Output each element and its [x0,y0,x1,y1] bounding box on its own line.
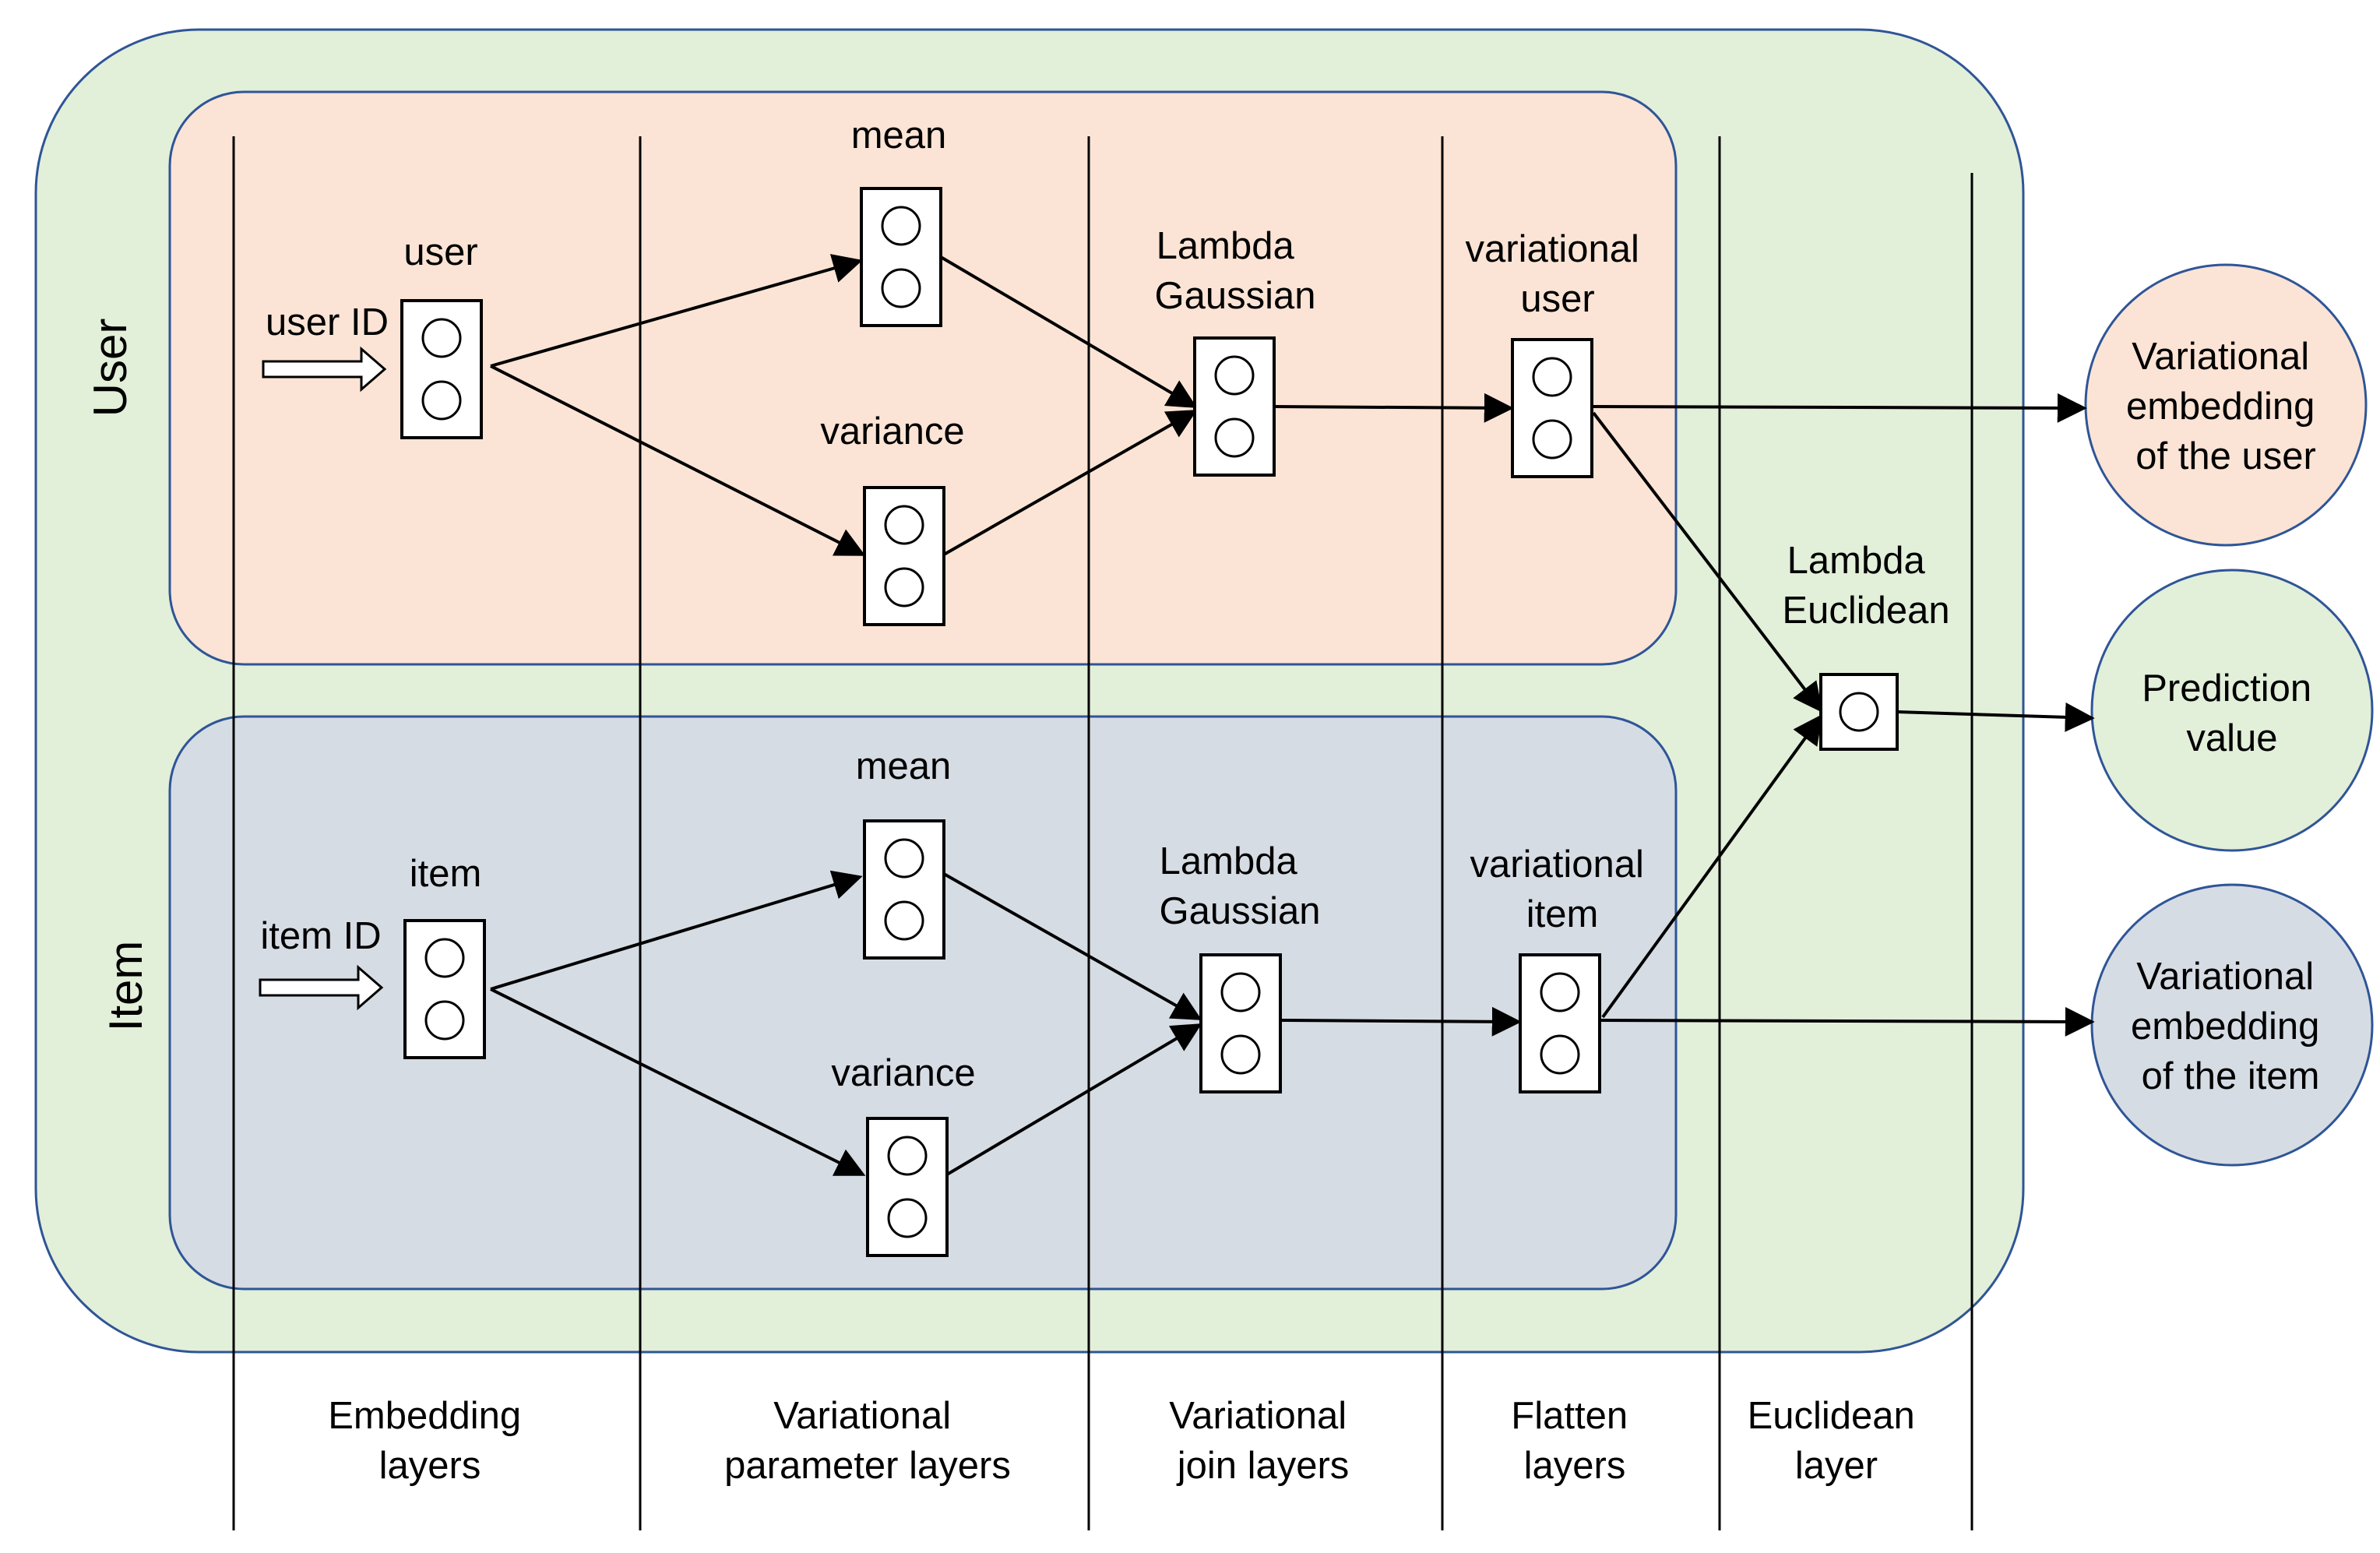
layer-label-variational-join: Variational join layers [1169,1395,1357,1487]
item-mean-label: mean [856,745,952,787]
user-flatten-node [1511,338,1593,478]
layer-label-embedding-line-2: layers [379,1445,481,1487]
output-label-prediction: Prediction value [2142,667,2322,759]
arrow-item-to-variance [490,988,866,1176]
item-embedding-label: item [410,853,482,895]
user-flatten-label: variational user [1466,228,1650,320]
user-embedding-node [400,299,483,439]
euclidean-node-label-line-1: Lambda [1787,540,1926,582]
layer-dividers [232,136,1973,1530]
user-branch-container [168,90,1678,666]
arrow-item-gaussian-to-flatten [1280,1006,1522,1037]
arrow-item-flatten-to-output [1599,1006,2095,1037]
item-gaussian-label-line-1: Lambda [1160,840,1298,882]
arrow-item-variance-to-gaussian [945,1023,1202,1176]
user-mean-label: mean [851,114,947,157]
layer-label-variational-parameter-line-2: parameter layers [724,1445,1011,1487]
output-label-prediction-line-1: Prediction [2142,667,2311,710]
arrow-item-to-mean [490,870,863,991]
layer-label-embedding: Embedding layers [328,1395,532,1487]
item-branch-container [168,715,1678,1291]
layer-label-euclidean-line-1: Euclidean [1748,1395,1915,1437]
layer-label-variational-parameter: Variational parameter layers [724,1395,1011,1487]
item-gaussian-label-line-2: Gaussian [1159,890,1320,932]
euclidean-node [1819,673,1899,751]
arrow-item-mean-to-gaussian [943,872,1202,1020]
item-embedding-node [403,919,486,1059]
output-label-item-embedding-line-1: Variational [2136,956,2314,998]
user-gaussian-node [1193,336,1276,477]
arrow-user-mean-to-gaussian [939,255,1198,408]
section-label-item: Item [100,941,152,1032]
arrow-user-variance-to-gaussian [943,410,1198,556]
output-label-prediction-line-2: value [2186,717,2277,759]
layer-label-embedding-line-1: Embedding [328,1395,521,1437]
layer-label-variational-join-line-1: Variational [1169,1395,1347,1437]
arrow-user-to-mean [490,254,863,368]
item-flatten-node [1519,953,1601,1093]
layer-label-flatten-line-2: layers [1524,1445,1626,1487]
layer-label-flatten-line-1: Flatten [1511,1395,1628,1437]
euclidean-node-label-line-2: Euclidean [1782,590,1949,632]
layer-label-euclidean: Euclidean layer [1748,1395,1926,1487]
user-input-label: user ID [266,301,389,343]
section-label-user: User [84,319,136,417]
user-mean-node [860,187,942,327]
item-flatten-label: variational item [1470,843,1655,935]
user-flatten-label-line-1: variational [1466,228,1639,270]
item-gaussian-node [1199,953,1282,1093]
user-embedding-label: user [403,231,477,273]
user-gaussian-label: Lambda Gaussian [1154,225,1315,317]
user-variance-label: variance [820,410,964,453]
output-label-user-embedding-line-1: Variational [2132,336,2309,378]
layer-label-variational-join-line-2: join layers [1176,1445,1350,1487]
output-label-user-embedding-line-2: embedding [2126,386,2315,428]
item-gaussian-label: Lambda Gaussian [1159,840,1320,932]
item-flatten-label-line-2: item [1526,893,1599,935]
layer-label-variational-parameter-line-1: Variational [773,1395,951,1437]
output-label-user-embedding: Variational embedding of the user [2126,336,2325,477]
output-label-user-embedding-line-3: of the user [2135,435,2316,477]
user-flatten-label-line-2: user [1520,278,1594,320]
item-input-label: item ID [260,915,381,957]
arrow-user-to-variance [490,364,866,556]
output-label-item-embedding-line-2: embedding [2131,1005,2319,1048]
user-gaussian-label-line-1: Lambda [1157,225,1295,267]
item-input-arrow [259,964,384,1011]
item-mean-node [863,819,945,960]
connections [490,254,2095,1176]
output-label-item-embedding-line-3: of the item [2142,1055,2320,1097]
arrow-euclidean-to-prediction [1896,702,2095,732]
item-variance-label: variance [831,1052,975,1094]
layer-label-euclidean-line-2: layer [1795,1445,1878,1487]
item-flatten-label-line-1: variational [1470,843,1644,886]
arrow-user-flatten-to-euclidean [1592,411,1823,713]
output-circle-prediction [2090,569,2374,852]
user-variance-node [863,486,945,626]
item-variance-node [866,1117,949,1257]
arrow-user-gaussian-to-flatten [1273,393,1514,423]
user-input-arrow [262,346,387,393]
user-gaussian-label-line-2: Gaussian [1154,275,1315,317]
output-label-item-embedding: Variational embedding of the item [2131,956,2330,1097]
euclidean-node-label: Lambda Euclidean [1782,540,1949,632]
arrow-user-flatten-to-output [1591,393,2087,423]
arrow-item-flatten-to-euclidean [1601,713,1823,1019]
layer-label-flatten: Flatten layers [1511,1395,1638,1487]
